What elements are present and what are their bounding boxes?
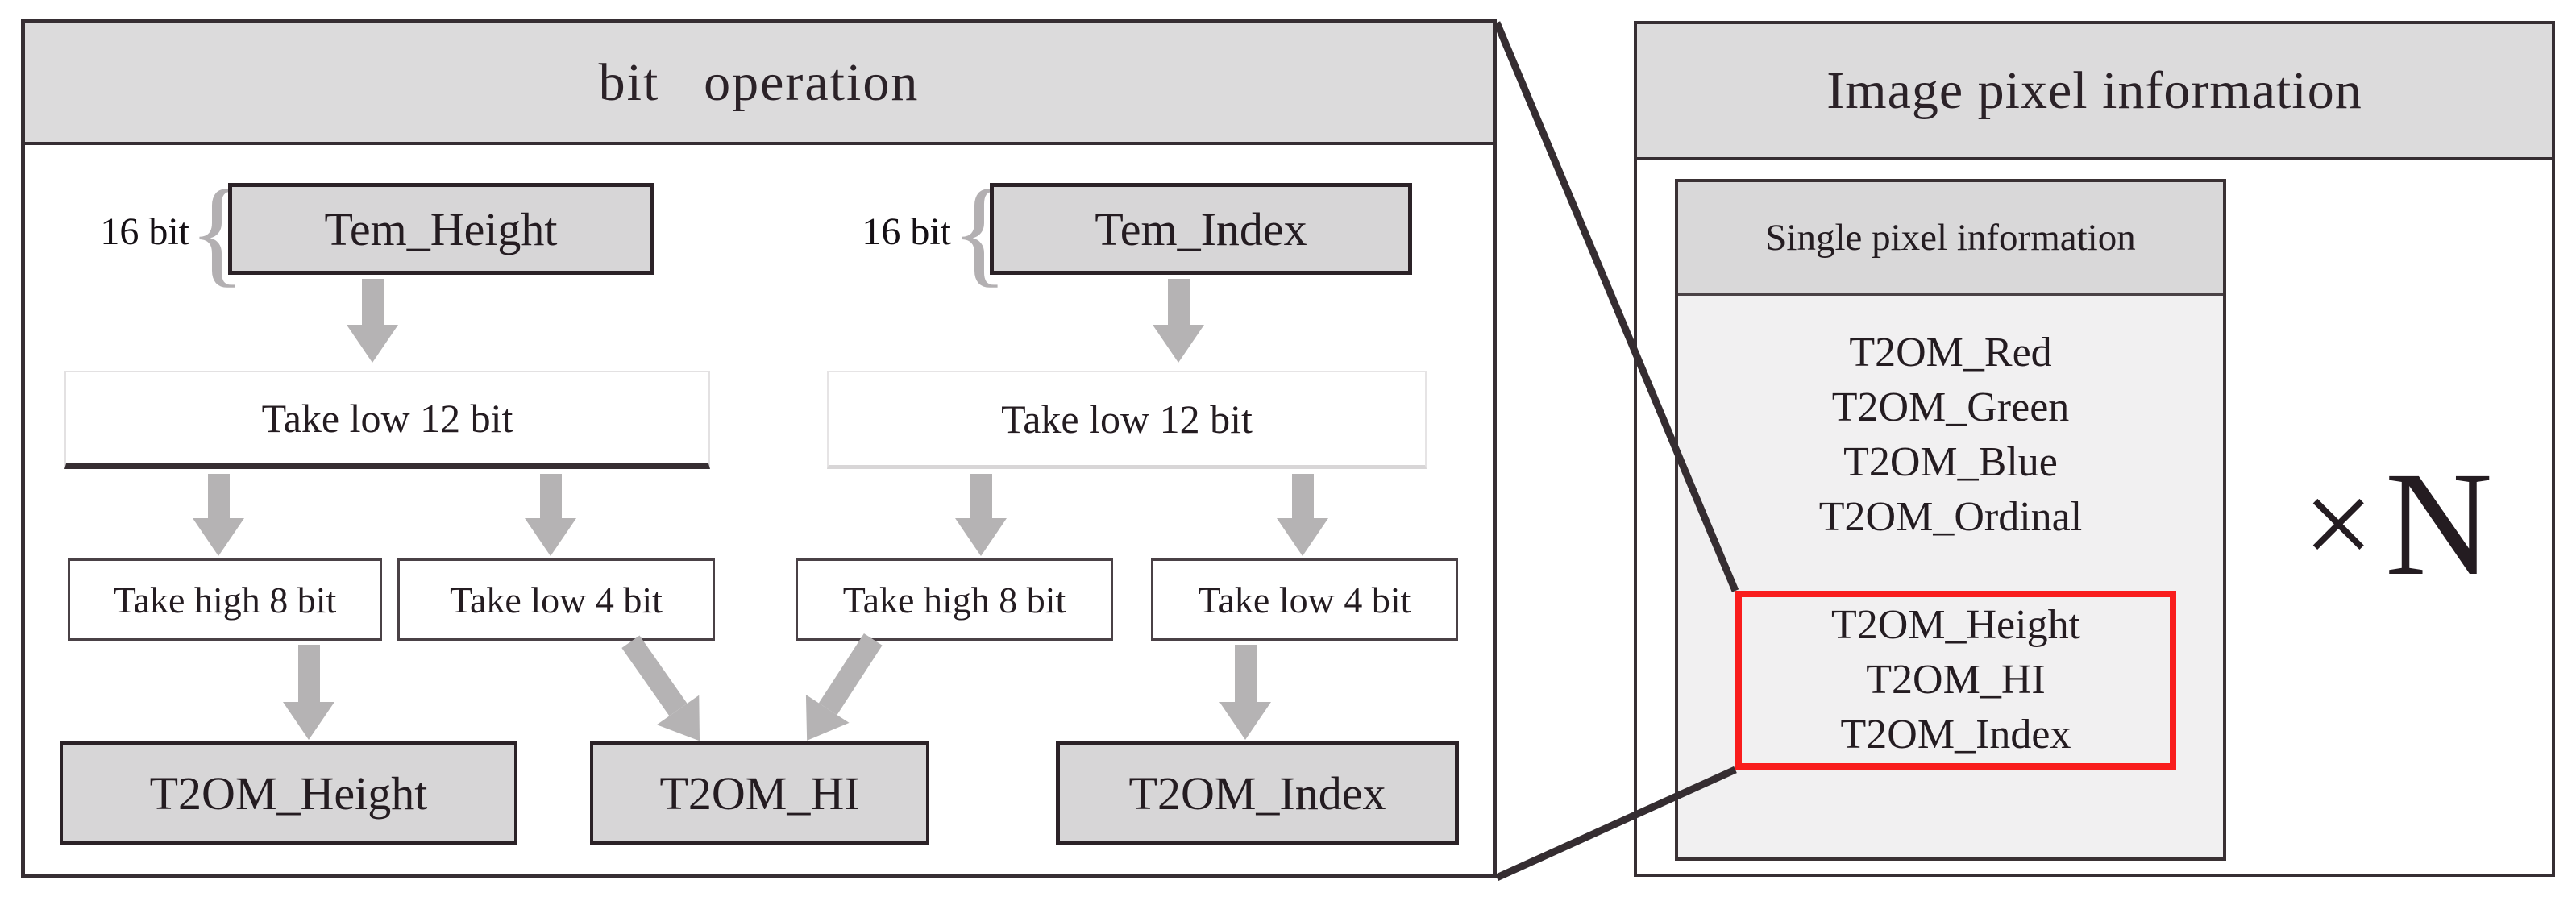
take-low-12bit-box-left: Take low 12 bit [64,371,710,469]
arrow-shaft [297,645,320,702]
bit-width-label-height: 16 bit [100,210,189,253]
pixel-field: T2OM_Blue [1843,439,2058,485]
arrow-head [347,325,398,363]
highlighted-field: T2OM_Height [1830,602,2081,648]
times-icon: × [2303,454,2374,593]
tem-height-box: Tem_Height [228,183,654,275]
arrow-shaft [361,279,384,325]
pixel-field: T2OM_Ordinal [1818,494,2083,540]
arrow-down-icon [1277,474,1328,556]
bit-operation-title: bit operation [598,52,920,112]
arrow-down-icon [347,279,398,363]
tem-index-box: Tem_Index [990,183,1412,275]
arrow-head [955,518,1007,556]
arrow-down-icon [955,474,1007,556]
image-pixel-header: Image pixel information [1637,24,2552,160]
take-high-8bit-box-right: Take high 8 bit [796,558,1113,641]
take-high-8bit-box-left: Take high 8 bit [68,558,382,641]
multiplier-label: × N [2241,439,2555,608]
t2om-hi-output-box: T2OM_HI [590,741,929,845]
arrow-shaft [1167,279,1190,325]
pixel-field: T2OM_Red [1849,330,2052,376]
arrow-down-icon [193,474,244,556]
take-low-12bit-box-right: Take low 12 bit [827,371,1427,469]
arrow-down-icon [1219,645,1271,740]
arrow-head [1277,518,1328,556]
bit-width-label-index: 16 bit [862,210,951,253]
take-low-4bit-box-right: Take low 4 bit [1151,558,1458,641]
single-pixel-box: Single pixel information [1675,179,2226,861]
t2om-index-output-box: T2OM_Index [1056,741,1459,845]
highlighted-field: T2OM_HI [1866,657,2046,703]
arrow-down-icon [525,474,576,556]
multiplier-n: N [2384,441,2493,607]
t2om-height-output-box: T2OM_Height [60,741,517,845]
arrow-shaft [1234,645,1257,702]
single-pixel-header: Single pixel information [1678,182,2223,296]
arrow-down-icon [283,645,334,740]
arrow-down-icon [1153,279,1204,363]
arrow-shaft [970,474,992,518]
arrow-head [283,702,334,740]
arrow-shaft [1291,474,1314,518]
highlighted-fields-red-box: T2OM_Height T2OM_HI T2OM_Index [1735,591,2176,770]
arrow-head [1219,702,1271,740]
bit-operation-header: bit operation [25,23,1493,145]
take-low-4bit-box-left: Take low 4 bit [397,558,715,641]
arrow-head [1153,325,1204,363]
arrow-head [525,518,576,556]
highlighted-field: T2OM_Index [1840,712,2071,758]
image-pixel-title: Image pixel information [1826,60,2362,120]
pixel-field: T2OM_Green [1831,384,2070,430]
arrow-head [193,518,244,556]
arrow-shaft [207,474,230,518]
arrow-shaft [539,474,562,518]
